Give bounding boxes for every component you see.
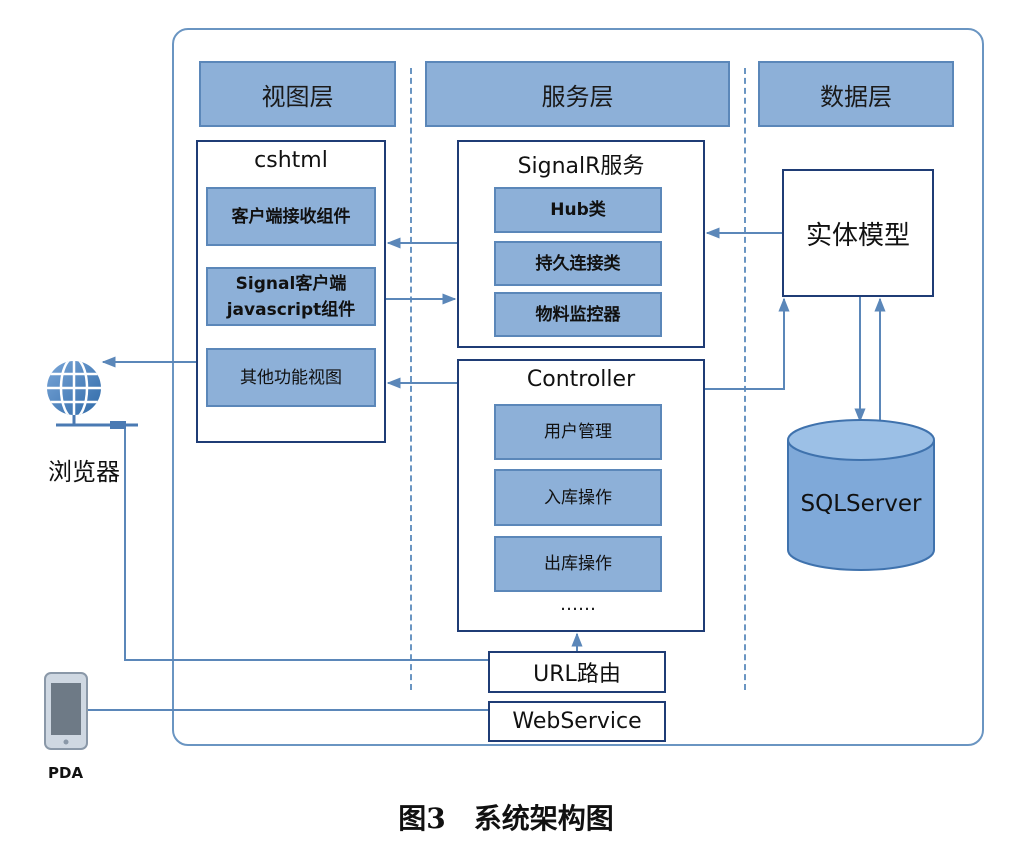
- view-layer-label: 视图层: [261, 82, 334, 111]
- controller-title: Controller: [526, 367, 636, 392]
- layer-divider-right: [744, 68, 746, 690]
- client-receiver-label: 客户端接收组件: [231, 206, 351, 227]
- controller-ellipsis: ……: [560, 594, 596, 615]
- outbound-operation-label: 出库操作: [544, 554, 612, 574]
- sqlserver-database-icon: [787, 419, 935, 571]
- signal-client-line1: Signal客户端: [235, 273, 347, 294]
- other-views-component: 其他功能视图: [206, 348, 376, 407]
- system-boundary: [172, 28, 984, 746]
- outbound-operation: 出库操作: [494, 536, 662, 592]
- database-label: SQLServer: [800, 491, 922, 517]
- layer-divider-left: [410, 68, 412, 690]
- material-monitor-label: 物料监控器: [535, 304, 621, 325]
- user-management: 用户管理: [494, 404, 662, 460]
- url-routing-box: URL路由: [488, 651, 666, 693]
- signal-client-js-component: Signal客户端 javascript组件: [206, 267, 376, 326]
- hub-class: Hub类: [494, 187, 662, 233]
- line-browser-to-url-route: [124, 425, 488, 661]
- data-layer-header: 数据层: [758, 61, 954, 127]
- entity-model-box: 实体模型: [782, 169, 934, 297]
- signal-client-line2: javascript组件: [226, 299, 356, 320]
- inbound-operation: 入库操作: [494, 469, 662, 526]
- pda-label: PDA: [48, 764, 84, 782]
- material-monitor: 物料监控器: [494, 292, 662, 337]
- view-layer-header: 视图层: [199, 61, 396, 127]
- globe-icon: [47, 361, 138, 429]
- arrow-controller-to-entity: [705, 297, 790, 390]
- service-layer-header: 服务层: [425, 61, 730, 127]
- browser-label: 浏览器: [48, 458, 120, 486]
- data-layer-label: 数据层: [820, 82, 892, 111]
- user-management-label: 用户管理: [544, 422, 612, 442]
- inbound-operation-label: 入库操作: [544, 487, 612, 508]
- hub-class-label: Hub类: [550, 200, 606, 220]
- persistent-connection-label: 持久连接类: [535, 253, 621, 274]
- persistent-connection-class: 持久连接类: [494, 241, 662, 286]
- cshtml-title: cshtml: [254, 148, 328, 173]
- figure-caption: 图3 系统架构图: [398, 802, 614, 835]
- phone-icon: [44, 672, 88, 750]
- signalr-title: SignalR服务: [517, 154, 645, 179]
- webservice-label: WebService: [512, 709, 642, 734]
- webservice-box: WebService: [488, 701, 666, 742]
- entity-model-label: 实体模型: [805, 220, 910, 251]
- client-receiver-component: 客户端接收组件: [206, 187, 376, 246]
- url-routing-label: URL路由: [533, 662, 621, 687]
- service-layer-label: 服务层: [541, 82, 614, 111]
- other-views-label: 其他功能视图: [240, 367, 342, 388]
